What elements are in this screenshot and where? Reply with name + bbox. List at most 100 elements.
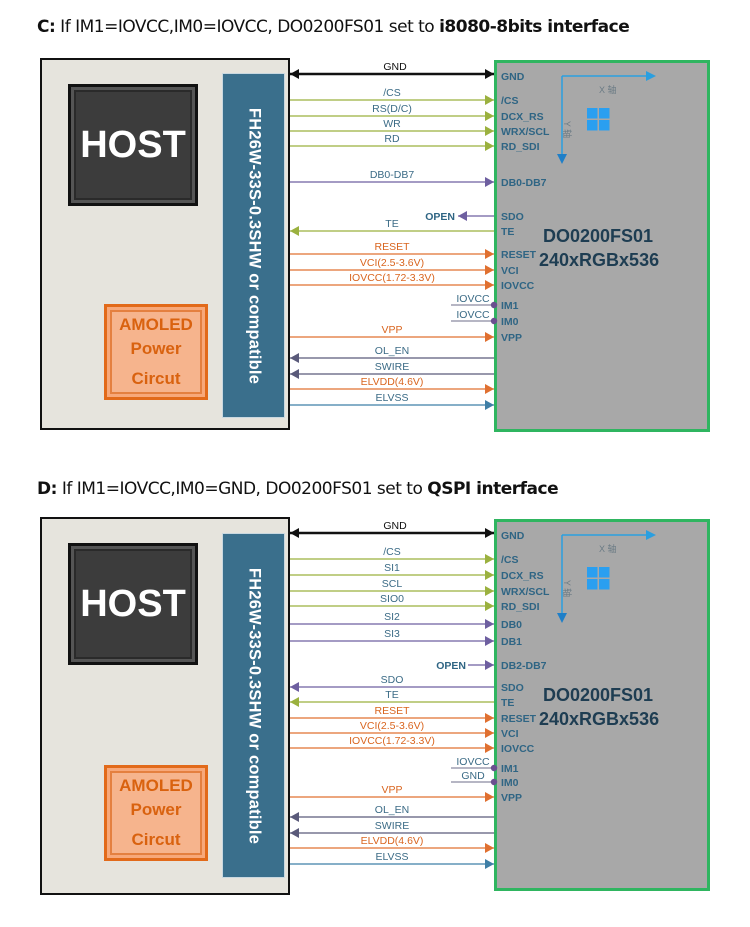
wire-te-arrow-icon — [290, 697, 299, 707]
title-prefix: D: — [37, 479, 57, 499]
wire-vpp-arrow-icon — [485, 792, 494, 802]
title-text: If IM1=IOVCC,IM0=GND, DO0200FS01 set to — [56, 479, 428, 499]
wire-scl-arrow-icon — [485, 586, 494, 596]
amoled-power-circuit: AMOLED Power Circut — [104, 765, 208, 861]
wire-gnd-arrow-icon — [290, 528, 299, 538]
wire--cs-arrow-icon — [485, 95, 494, 105]
lcd-pin-db2-db7: DB2-DB7 — [501, 660, 547, 672]
lcd-pin-rd-sdi: RD_SDI — [501, 141, 540, 153]
wire-elvdd-4-6v--label: ELVDD(4.6V) — [361, 376, 424, 388]
wire-vci-2-5-3-6v--label: VCI(2.5-3.6V) — [360, 720, 424, 732]
wire-open-label: OPEN — [436, 660, 466, 672]
wire-elvdd-4-6v--label: ELVDD(4.6V) — [361, 835, 424, 847]
lcd-pin-gnd: GND — [501, 71, 525, 83]
wire-iovcc-label: IOVCC — [456, 293, 490, 305]
lcd-pin-db0-db7: DB0-DB7 — [501, 177, 547, 189]
x-axis-arrow-icon — [646, 530, 656, 540]
lcd-pin-reset: RESET — [501, 713, 537, 725]
lcd-pin-sdo: SDO — [501, 211, 524, 223]
wiring-diagram-c: HOST AMOLED Power Circut FH26W-33S-0.3SH… — [0, 58, 750, 448]
wire--cs-label: /CS — [383, 87, 401, 99]
wire-vci-2-5-3-6v--label: VCI(2.5-3.6V) — [360, 257, 424, 269]
wire-rs-d-c--arrow-icon — [485, 111, 494, 121]
wire-rd-label: RD — [384, 133, 400, 145]
lcd-pin-rd-sdi: RD_SDI — [501, 601, 540, 613]
lcd-pin-vpp: VPP — [501, 332, 523, 344]
wire-open-arrow-icon — [485, 660, 494, 670]
lcd-pin-im1: IM1 — [501, 763, 519, 775]
lcd-pin-wrx-scl: WRX/SCL — [501, 586, 550, 598]
lcd-model-name: DO0200FS01 — [543, 685, 654, 705]
section-title-c: C: If IM1=IOVCC,IM0=IOVCC, DO0200FS01 se… — [37, 17, 630, 37]
fpc-connector: FH26W-33S-0.3SHW or compatible — [222, 533, 285, 878]
host-chip: HOST — [68, 84, 198, 206]
lcd-pin-im0: IM0 — [501, 777, 519, 789]
pin-junction-dot-icon — [490, 764, 498, 772]
wires-layer: GND/CSSI1SCLSIO0SI2SI3OPENSDOTERESETVCI(… — [290, 520, 656, 869]
lcd-pin-dcx-rs: DCX_RS — [501, 570, 544, 582]
y-axis-arrow-icon — [557, 154, 567, 164]
lcd-resolution: 240xRGBx536 — [539, 709, 660, 729]
lcd-pin-te: TE — [501, 697, 515, 709]
host-chip: HOST — [68, 543, 198, 665]
wire-elvdd-4-6v--arrow-icon — [485, 843, 494, 853]
wire-open-label: OPEN — [425, 211, 455, 223]
wire-te-label: TE — [385, 218, 398, 230]
wire-swire-label: SWIRE — [375, 820, 409, 832]
wire-vpp-label: VPP — [381, 324, 402, 336]
x-axis-label: X 轴 — [599, 544, 617, 554]
lcd-pin--cs: /CS — [501, 95, 519, 107]
wire-reset-arrow-icon — [485, 249, 494, 259]
wire-sio0-arrow-icon — [485, 601, 494, 611]
wire-elvdd-4-6v--arrow-icon — [485, 384, 494, 394]
wire-si1-arrow-icon — [485, 570, 494, 580]
wire-scl-label: SCL — [382, 578, 403, 590]
lcd-pin-db1: DB1 — [501, 636, 523, 648]
wire-ol-en-label: OL_EN — [375, 804, 409, 816]
wire-te-arrow-icon — [290, 226, 299, 236]
wire-gnd-arrow-icon — [485, 528, 494, 538]
wire-gnd-arrow-icon — [290, 69, 299, 79]
amoled-power-circuit: AMOLED Power Circut — [104, 304, 208, 400]
wires-layer: GND/CSRS(D/C)WRRDDB0-DB7OPENTERESETVCI(2… — [290, 61, 656, 410]
wire-iovcc-label: IOVCC — [456, 756, 490, 768]
pin-junction-dot-icon — [490, 301, 498, 309]
wire-vpp-label: VPP — [381, 784, 402, 796]
power-label-line2: Power — [130, 800, 182, 819]
wire-sio0-label: SIO0 — [380, 593, 404, 605]
lcd-pin-iovcc: IOVCC — [501, 280, 535, 292]
wire-sdo-arrow-icon — [290, 682, 299, 692]
wire-gnd-arrow-icon — [485, 69, 494, 79]
title-interface: i8080-8bits interface — [439, 17, 630, 37]
power-label-line1: AMOLED — [119, 776, 193, 795]
lcd-pin-im1: IM1 — [501, 300, 519, 312]
host-label: HOST — [80, 582, 186, 625]
wire-elvss-label: ELVSS — [375, 392, 408, 404]
wire-elvss-arrow-icon — [485, 400, 494, 410]
lcd-resolution: 240xRGBx536 — [539, 250, 660, 270]
x-axis-label: X 轴 — [599, 85, 617, 95]
lcd-pin-vpp: VPP — [501, 792, 523, 804]
pin-junction-dot-icon — [490, 778, 498, 786]
power-label-line3: Circut — [131, 830, 181, 849]
lcd-pin-vci: VCI — [501, 265, 519, 277]
wire-vci-2-5-3-6v--arrow-icon — [485, 728, 494, 738]
windows-logo-icon — [587, 108, 610, 131]
host-label: HOST — [80, 123, 186, 166]
wire-gnd-label: GND — [461, 770, 485, 782]
pin-junction-dot-icon — [490, 317, 498, 325]
lcd-pin-reset: RESET — [501, 249, 537, 261]
x-axis-arrow-icon — [646, 71, 656, 81]
wire-swire-arrow-icon — [290, 828, 299, 838]
lcd-model-name: DO0200FS01 — [543, 226, 654, 246]
wire-si1-label: SI1 — [384, 562, 400, 574]
wire-te-label: TE — [385, 689, 398, 701]
wire-vci-2-5-3-6v--arrow-icon — [485, 265, 494, 275]
lcd-pin-vci: VCI — [501, 728, 519, 740]
wire-reset-arrow-icon — [485, 713, 494, 723]
wire-si3-arrow-icon — [485, 636, 494, 646]
wire-elvss-label: ELVSS — [375, 851, 408, 863]
wire-si3-label: SI3 — [384, 628, 400, 640]
windows-logo-icon — [587, 567, 610, 590]
wire-iovcc-1-72-3-3v--arrow-icon — [485, 280, 494, 290]
